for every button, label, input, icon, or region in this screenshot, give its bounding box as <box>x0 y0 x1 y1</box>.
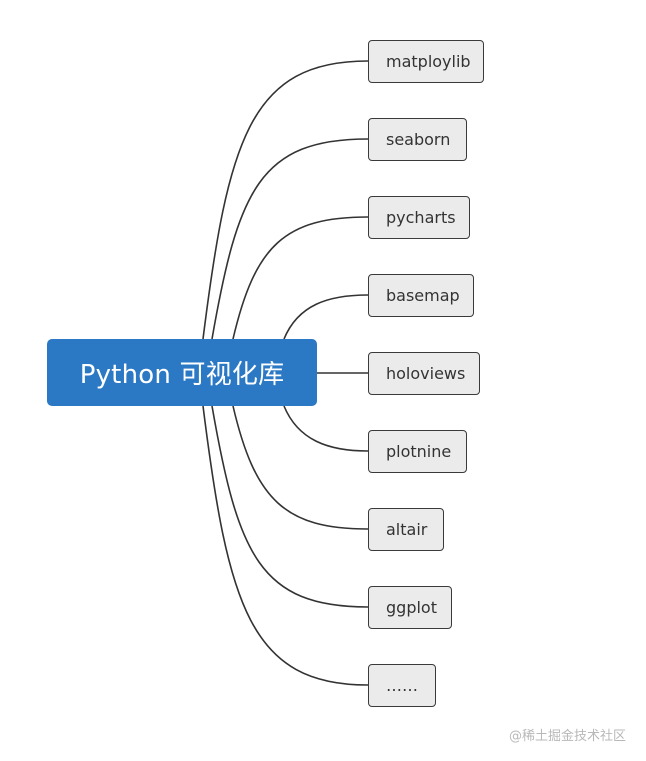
branch-node-label: seaborn <box>386 130 451 149</box>
connector-basemap <box>283 294 369 340</box>
connector-matploylib <box>202 60 369 340</box>
branch-node-plotnine[interactable]: plotnine <box>368 430 467 473</box>
branch-node-label: holoviews <box>386 364 466 383</box>
branch-node-label: pycharts <box>386 208 456 227</box>
connector-ellipsis <box>202 405 369 686</box>
branch-node-label: basemap <box>386 286 460 305</box>
branch-node-ggplot[interactable]: ggplot <box>368 586 452 629</box>
branch-node-label: altair <box>386 520 428 539</box>
branch-node-basemap[interactable]: basemap <box>368 274 474 317</box>
branch-node-matploylib[interactable]: matploylib <box>368 40 484 83</box>
connector-altair <box>232 405 369 530</box>
branch-node-holoviews[interactable]: holoviews <box>368 352 480 395</box>
branch-node-label: plotnine <box>386 442 452 461</box>
branch-node-label: …… <box>386 676 418 695</box>
branch-node-altair[interactable]: altair <box>368 508 444 551</box>
root-node-label: Python 可视化库 <box>79 360 285 390</box>
branch-node-label: matploylib <box>386 52 471 71</box>
watermark-text: @稀土掘金技术社区 <box>508 729 626 744</box>
connector-pycharts <box>232 216 369 340</box>
branch-node-label: ggplot <box>386 598 437 617</box>
connector-ggplot <box>211 405 369 608</box>
connector-plotnine <box>283 405 369 452</box>
branch-node-pycharts[interactable]: pycharts <box>368 196 470 239</box>
root-node[interactable]: Python 可视化库 <box>47 339 317 406</box>
branch-node-seaborn[interactable]: seaborn <box>368 118 467 161</box>
branch-node-ellipsis[interactable]: …… <box>368 664 436 707</box>
connector-seaborn <box>211 138 369 340</box>
